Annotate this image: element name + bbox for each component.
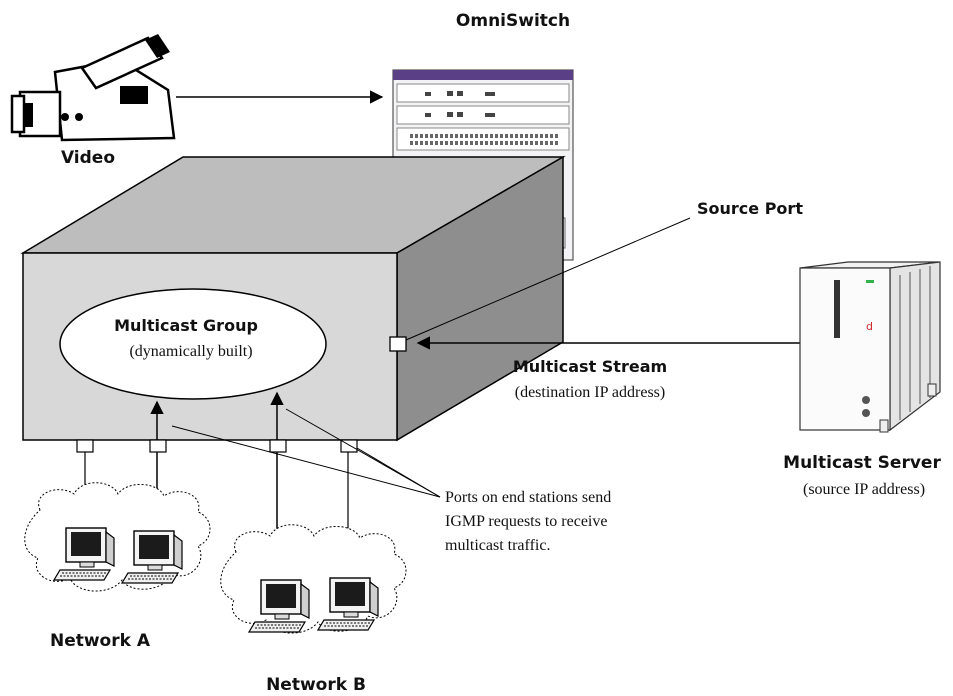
multicast-stream-sublabel: (destination IP address) [515, 384, 665, 401]
source-port-label: Source Port [697, 199, 803, 218]
note-leader-3 [356, 447, 441, 498]
network-a-label: Network A [50, 631, 151, 651]
network-cloud-icon [220, 524, 407, 634]
ports-note-line3: multicast traffic. [445, 537, 550, 554]
multicast-group-ellipse [59, 288, 327, 400]
omniswitch-label: OmniSwitch [456, 11, 570, 31]
port-network-a-2 [149, 439, 167, 453]
video-camera-icon [10, 34, 176, 142]
port-network-a-1 [76, 439, 94, 453]
port-network-b-1 [269, 439, 287, 453]
multicast-server-label: Multicast Server [783, 453, 941, 473]
multicast-group-sublabel: (dynamically built) [129, 343, 252, 360]
ports-note-line1: Ports on end stations send [445, 489, 611, 506]
ports-note-line2: IGMP requests to receive [445, 513, 607, 530]
multicast-stream-label: Multicast Stream [513, 357, 667, 376]
switch-box [20, 155, 566, 442]
network-b-label: Network B [266, 675, 366, 695]
svg-text:d: d [866, 320, 873, 333]
source-port [389, 336, 407, 352]
network-cloud-icon [24, 482, 211, 592]
source-port-leader [405, 217, 691, 341]
multicast-group-label: Multicast Group [114, 316, 258, 335]
multicast-server-sublabel: (source IP address) [803, 481, 925, 498]
multicast-server-icon: d [799, 261, 941, 433]
note-leader-1 [171, 425, 441, 498]
video-label: Video [61, 148, 115, 168]
